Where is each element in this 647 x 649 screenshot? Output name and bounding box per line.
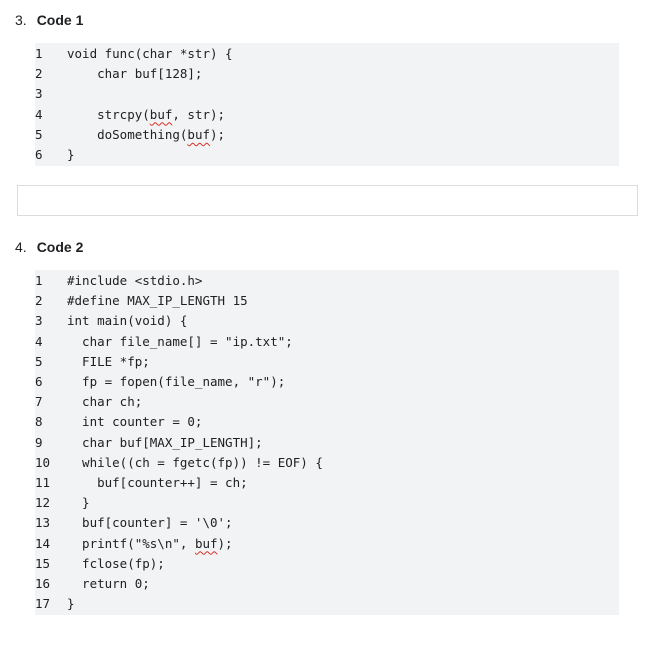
code-line: 1 #include <stdio.h> xyxy=(35,271,619,291)
code-text: doSomething(buf); xyxy=(67,126,226,142)
code-line: 10 while((ch = fgetc(fp)) != EOF) { xyxy=(35,453,619,473)
line-number: 3 xyxy=(35,86,43,102)
code-text: } xyxy=(67,495,90,511)
code-line: 5 FILE *fp; xyxy=(35,352,619,372)
code-line: 12 } xyxy=(35,493,619,513)
code-line: 17} xyxy=(35,594,619,614)
line-number: 12 xyxy=(35,495,51,511)
code-line: 2 char buf[128]; xyxy=(35,64,619,84)
code-block-2: 1 #include <stdio.h> 2 #define MAX_IP_LENGT… xyxy=(35,270,619,615)
line-number: 7 xyxy=(35,394,43,410)
line-number: 14 xyxy=(35,535,51,551)
code-line: 5 doSomething(buf); xyxy=(35,125,619,145)
code-line: 13 buf[counter] = '\0'; xyxy=(35,513,619,533)
question-3-header: 3. Code 1 xyxy=(15,12,83,28)
code-line: 6} xyxy=(35,145,619,165)
line-number: 3 xyxy=(35,313,43,329)
code-line: 7 char ch; xyxy=(35,392,619,412)
question-number: 3. xyxy=(15,12,27,28)
spellcheck-underline: buf xyxy=(149,106,173,122)
code-line: 9 char buf[MAX_IP_LENGTH]; xyxy=(35,433,619,453)
code-line: 4 strcpy(buf, str); xyxy=(35,105,619,125)
code-text: char buf[128]; xyxy=(67,66,203,82)
code-text: int counter = 0; xyxy=(67,414,203,430)
line-number: 4 xyxy=(35,106,43,122)
line-number: 5 xyxy=(35,126,43,142)
code-text: strcpy(buf, str); xyxy=(67,106,226,122)
code-block-1: 1 void func(char *str) { 2 char buf[128]; 3… xyxy=(35,43,619,166)
line-number: 1 xyxy=(35,46,43,61)
code-line: 3 int main(void) { xyxy=(35,311,619,331)
line-number: 4 xyxy=(35,333,43,349)
code-text: buf[counter] = '\0'; xyxy=(67,515,233,531)
code-text: int main(void) { xyxy=(67,313,188,329)
line-number: 9 xyxy=(35,434,43,450)
line-number: 17 xyxy=(35,596,51,612)
line-number: 16 xyxy=(35,576,51,591)
line-number: 8 xyxy=(35,414,43,430)
question-title: Code 1 xyxy=(36,12,84,28)
code-line: 3 xyxy=(35,84,619,104)
code-text: #define MAX_IP_LENGTH 15 xyxy=(67,293,248,309)
code-text: char file_name[] = "ip.txt"; xyxy=(67,333,293,349)
question-4-header: 4. Code 2 xyxy=(15,239,83,255)
line-number: 2 xyxy=(35,66,43,82)
code-text: return 0; xyxy=(67,576,150,591)
code-text: char buf[MAX_IP_LENGTH]; xyxy=(67,434,263,450)
code-text: } xyxy=(67,596,75,612)
code-line: 6 fp = fopen(file_name, "r"); xyxy=(35,372,619,392)
code-text: } xyxy=(67,147,75,162)
line-number: 11 xyxy=(35,475,51,490)
code-text: FILE *fp; xyxy=(67,353,150,369)
code-line: 2 #define MAX_IP_LENGTH 15 xyxy=(35,291,619,311)
line-number: 5 xyxy=(35,353,43,369)
line-number: 13 xyxy=(35,515,51,531)
code-text: fclose(fp); xyxy=(67,555,165,571)
line-number: 1 xyxy=(35,273,43,288)
line-number: 6 xyxy=(35,147,43,162)
question-number: 4. xyxy=(15,239,27,255)
code-line: 4 char file_name[] = "ip.txt"; xyxy=(35,332,619,352)
code-line: 11 buf[counter++] = ch; xyxy=(35,473,619,493)
code-text: #include <stdio.h> xyxy=(67,273,203,288)
code-line: 16 return 0; xyxy=(35,574,619,594)
spellcheck-underline: buf xyxy=(194,535,218,551)
code-text: void func(char *str) { xyxy=(67,46,233,61)
line-number: 6 xyxy=(35,374,43,389)
code-line: 1 void func(char *str) { xyxy=(35,44,619,64)
code-line: 8 int counter = 0; xyxy=(35,412,619,432)
code-text: printf("%s\n", buf); xyxy=(67,535,233,551)
line-number: 15 xyxy=(35,555,51,571)
line-number: 2 xyxy=(35,293,43,309)
code-line: 15 fclose(fp); xyxy=(35,554,619,574)
spellcheck-underline: buf xyxy=(187,126,210,142)
code-line: 14 printf("%s\n", buf); xyxy=(35,534,619,554)
code-text: buf[counter++] = ch; xyxy=(67,475,248,490)
answer-field-code-1[interactable] xyxy=(17,185,638,216)
code-text: while((ch = fgetc(fp)) != EOF) { xyxy=(67,454,323,470)
code-text: char ch; xyxy=(67,394,143,410)
code-text: fp = fopen(file_name, "r"); xyxy=(67,374,286,389)
question-title: Code 2 xyxy=(36,239,84,255)
line-number: 10 xyxy=(35,454,51,470)
